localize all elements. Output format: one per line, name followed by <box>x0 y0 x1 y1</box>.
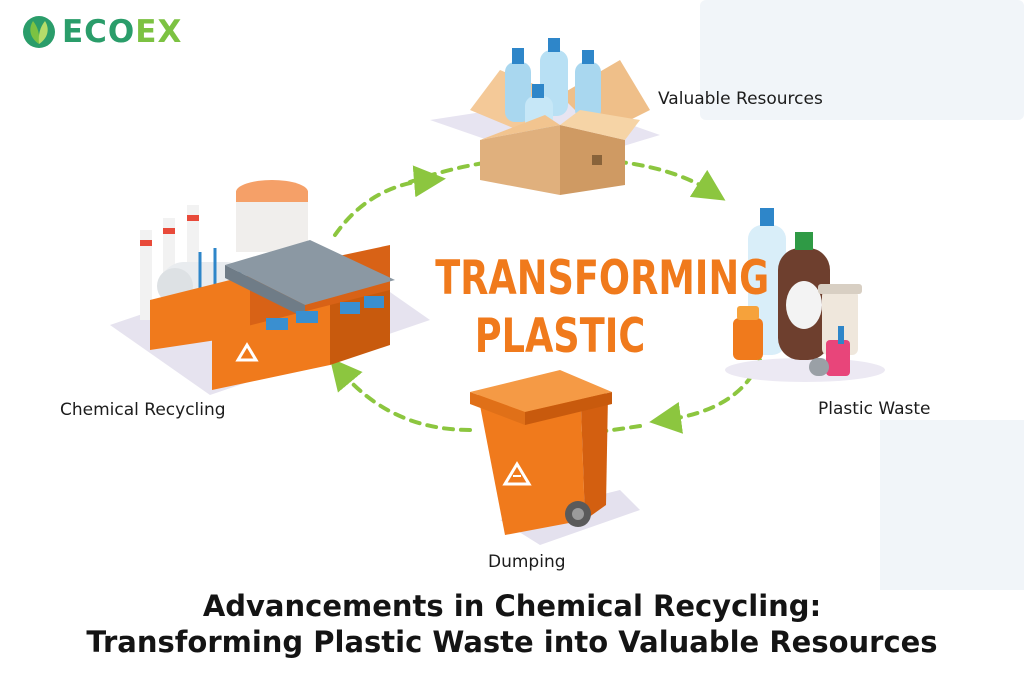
plastic-waste-illustration <box>725 208 885 382</box>
stage-label-dumping: Dumping <box>488 552 566 572</box>
background-decoration <box>700 0 1024 590</box>
caption-line-2: Transforming Plastic Waste into Valuable… <box>86 625 938 659</box>
caption: Advancements in Chemical Recycling: Tran… <box>0 588 1024 660</box>
brand-part-1: ECO <box>62 13 136 50</box>
ecoex-logo: ECOEX <box>22 15 182 49</box>
stage-label-valuable-resources: Valuable Resources <box>658 89 823 109</box>
dumping-bin-illustration <box>470 370 640 545</box>
window-row <box>266 296 384 330</box>
recycle-icon <box>235 342 259 362</box>
arrow-waste-to-dumping <box>649 358 762 434</box>
stage-label-chemical-recycling: Chemical Recycling <box>60 400 226 420</box>
center-title-line-1: TRANSFORMING <box>435 251 770 306</box>
arrow-recycling-to-resources <box>333 165 446 237</box>
stage-label-plastic-waste: Plastic Waste <box>818 399 931 419</box>
center-title: TRANSFORMING PLASTIC <box>435 250 770 366</box>
arrow-resources-to-waste <box>598 158 726 201</box>
brand-part-2: EX <box>135 13 183 50</box>
center-title-line-2: PLASTIC <box>474 309 646 364</box>
resources-box-illustration <box>430 38 660 195</box>
recycle-icon <box>502 461 532 486</box>
brand-name: ECOEX <box>62 13 183 50</box>
caption-line-1: Advancements in Chemical Recycling: <box>202 589 822 623</box>
factory-illustration <box>110 180 430 395</box>
arrow-dumping-to-recycling <box>329 357 472 432</box>
leaf-icon <box>23 16 55 48</box>
